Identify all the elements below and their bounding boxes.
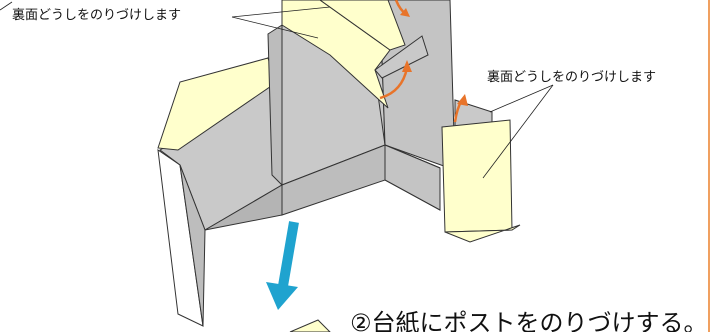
page-border (708, 0, 710, 332)
curved-fold-arrow-icon (394, 0, 410, 17)
callout-leader-line (489, 84, 554, 113)
glue-callout-right: 裏面どうしをのりづけします (487, 70, 657, 85)
curved-fold-arrow-icon (379, 60, 412, 100)
curved-fold-arrow-icon (453, 94, 468, 123)
step-caption: ②台紙にポストをのりづけする。 (350, 309, 708, 332)
down-left-arrow-icon (266, 221, 299, 310)
small-gray-tab (374, 35, 429, 79)
base-right-wall (384, 144, 441, 211)
left-gray-panel-front (179, 164, 206, 327)
body-edge (377, 94, 386, 146)
glue-callout-left: 裏面どうしをのりづけします (12, 8, 182, 23)
callout-leader-line (231, 6, 331, 18)
right-yellow-panel-bottom (444, 224, 521, 243)
central-yellow-flap-face (319, 0, 406, 51)
callout-leader-line (0, 1, 13, 11)
right-yellow-panel (441, 119, 513, 233)
callout-leader-line (231, 16, 319, 39)
base-front (204, 184, 283, 231)
callout-leader-line (482, 84, 554, 179)
bottom-yellow-piece (289, 319, 331, 332)
